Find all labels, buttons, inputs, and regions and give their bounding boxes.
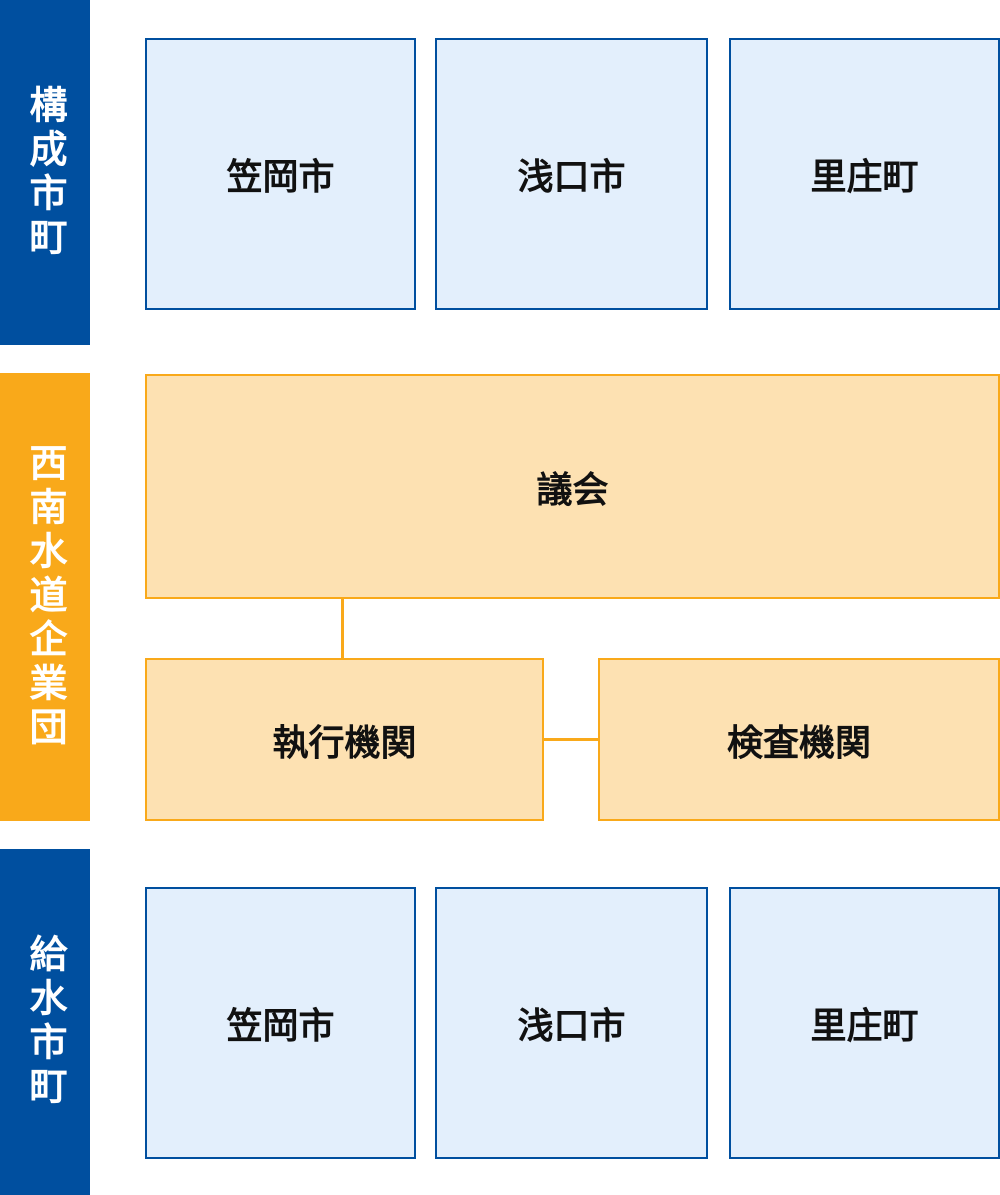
member-kasaoka: 笠岡市	[145, 38, 416, 310]
audit-text: 検査機関	[726, 722, 871, 764]
supply-satosho: 里庄町	[729, 887, 1000, 1159]
member-municipalities-label: 構成市町	[0, 0, 90, 345]
agency-label-text: 西南水道企業団	[23, 443, 67, 751]
agency-label: 西南水道企業団	[0, 373, 90, 821]
audit-box: 検査機関	[598, 658, 1000, 821]
assembly-executive-connector	[341, 598, 344, 659]
member-satosho-text: 里庄町	[810, 157, 919, 198]
assembly-text: 議会	[536, 469, 609, 511]
supply-kasaoka-text: 笠岡市	[226, 1006, 335, 1047]
supply-municipalities-label: 給水市町	[0, 849, 90, 1195]
supply-asakuchi-text: 浅口市	[517, 1006, 626, 1047]
supply-asakuchi: 浅口市	[435, 887, 708, 1159]
assembly-box: 議会	[145, 374, 1000, 599]
executive-text: 執行機関	[272, 722, 417, 764]
executive-audit-connector	[543, 738, 599, 741]
member-asakuchi: 浅口市	[435, 38, 708, 310]
supply-label-text: 給水市町	[23, 934, 67, 1110]
executive-box: 執行機関	[145, 658, 544, 821]
supply-satosho-text: 里庄町	[810, 1006, 919, 1047]
member-asakuchi-text: 浅口市	[517, 157, 626, 198]
member-satosho: 里庄町	[729, 38, 1000, 310]
member-kasaoka-text: 笠岡市	[226, 157, 335, 198]
member-label-text: 構成市町	[23, 84, 67, 261]
supply-kasaoka: 笠岡市	[145, 887, 416, 1159]
